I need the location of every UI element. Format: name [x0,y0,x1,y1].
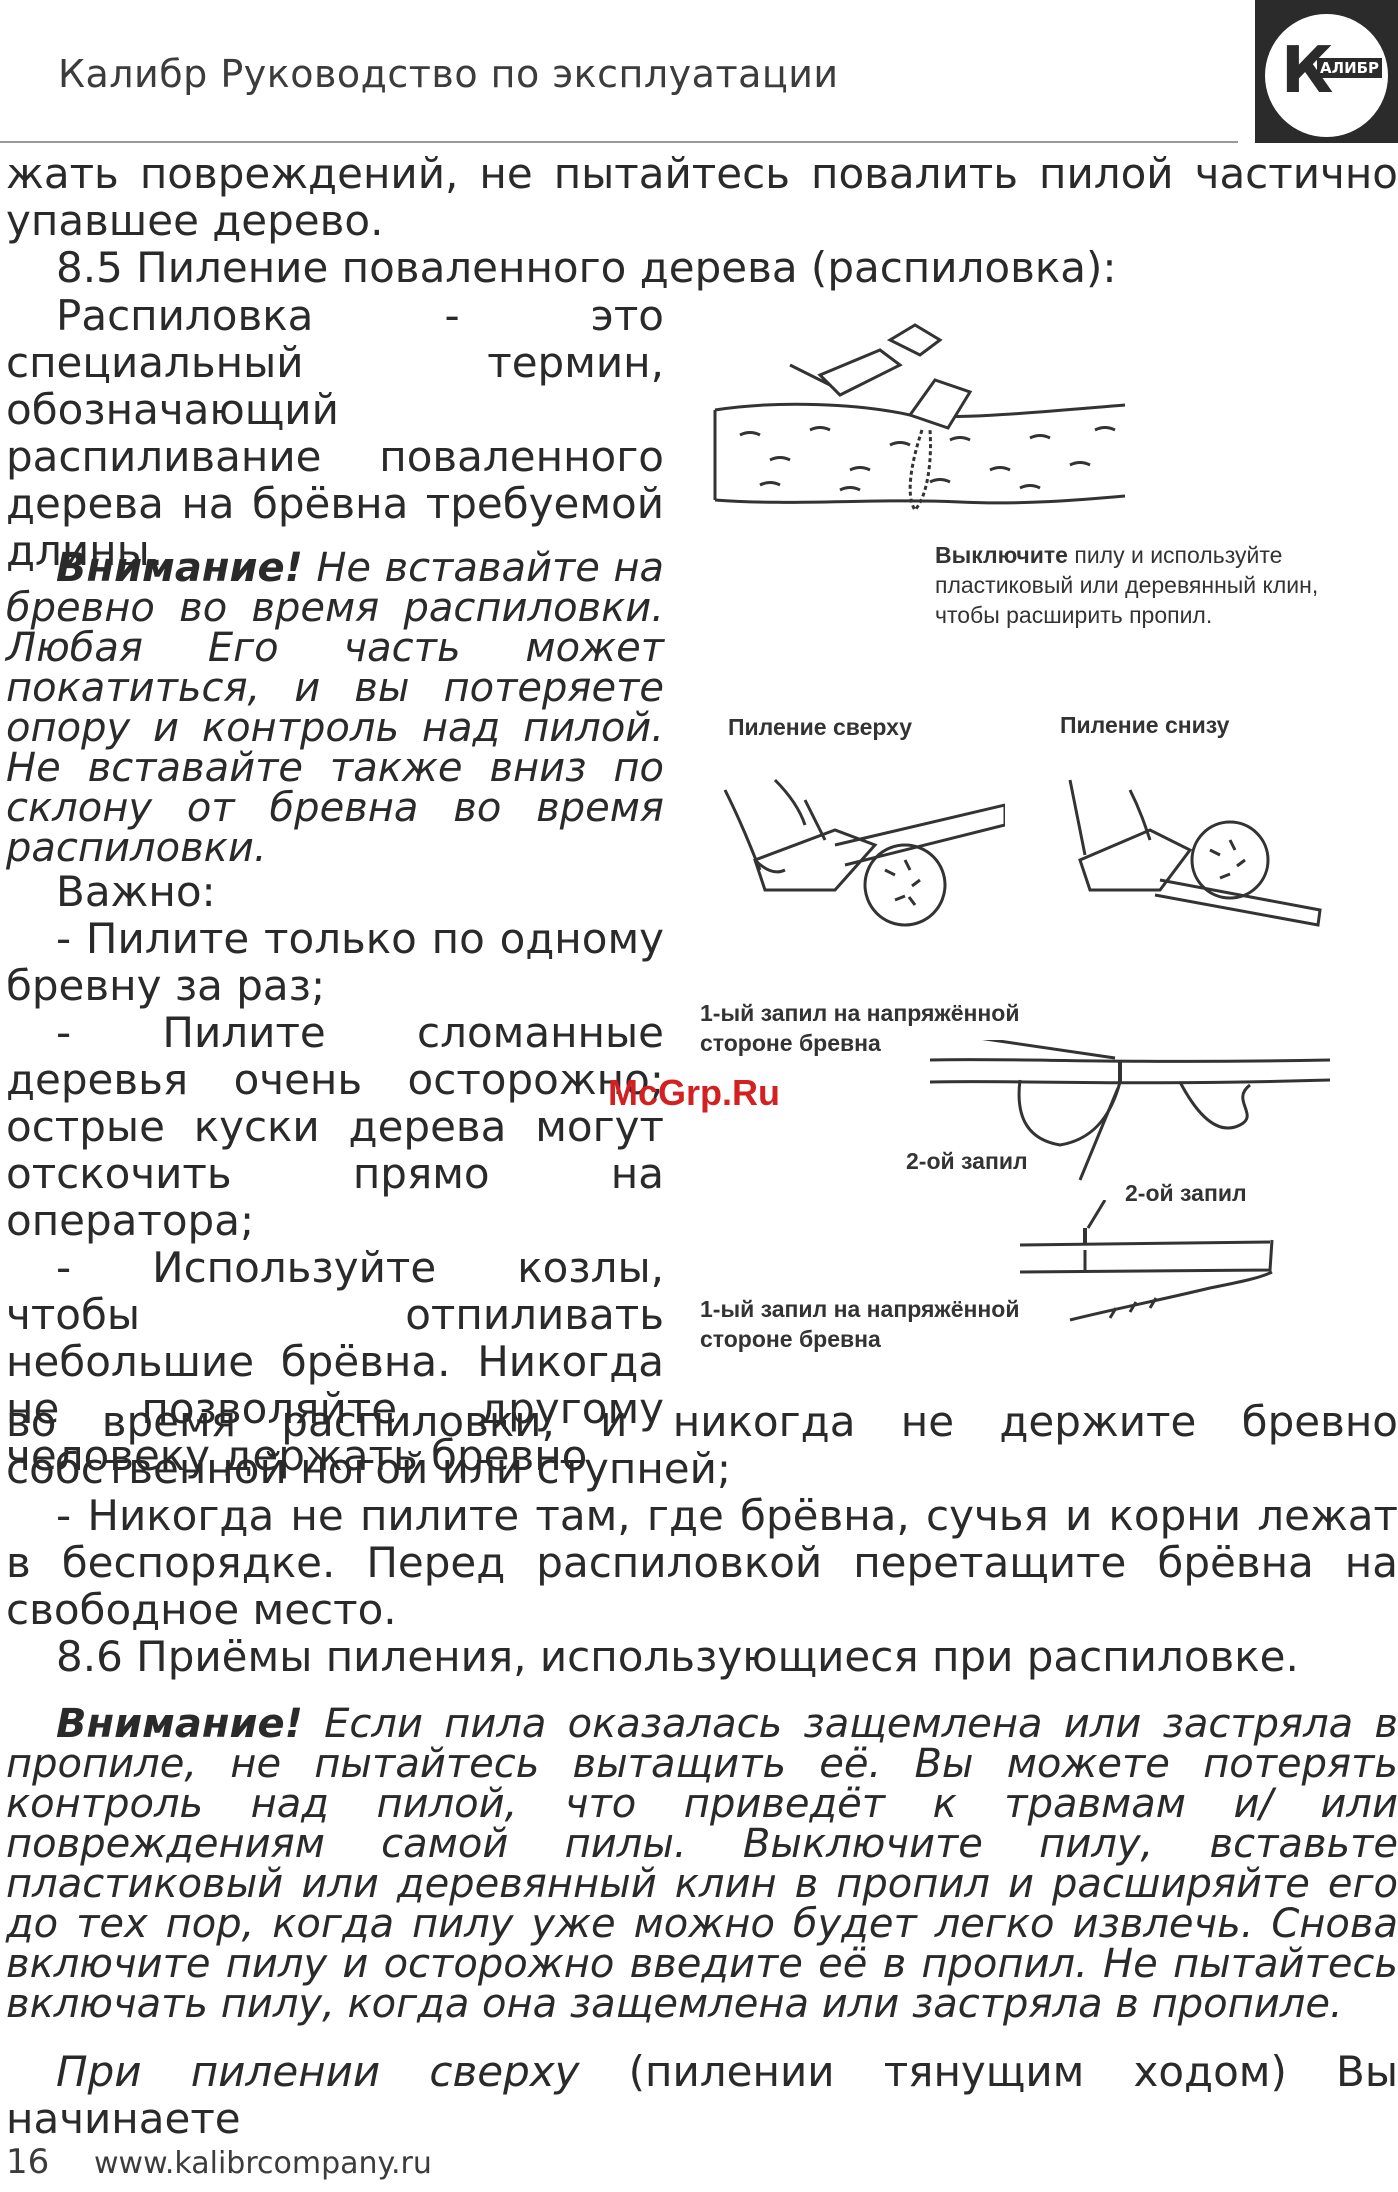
header-title: Калибр Руководство по эксплуатации [58,52,839,96]
definition-paragraph: Распиловка - это специальный термин, обо… [6,292,664,574]
brand-logo: К АЛИБР [1255,0,1398,143]
bullet-4: - Никогда не пилите там, где брёвна, суч… [6,1491,1398,1634]
bullet-1: - Пилите только по одному бревну за раз; [6,914,664,1010]
top-cut-illustration [723,778,1005,927]
warning-2-text: Если пила оказалась защемлена или застря… [6,1701,1398,2027]
bullet-3-continued: во время распиловки, и никогда не держит… [6,1397,1398,1493]
bullet-3: - Используйте козлы, чтобы отпиливать не… [6,1243,664,1480]
intro-paragraph: жать повреждений, не пытайтесь повалить … [6,150,1398,244]
label-top-cut: Пиление сверху [728,714,913,740]
last-line-italic: При пилении сверху [56,2047,580,2096]
diagram2-first-cut-label: 1-ый запил на напряжённой стороне бревна [700,1296,1020,1352]
page-number: 16 [6,2142,50,2182]
diagram2-second-cut-label: 2-ой запил [1125,1180,1247,1206]
wedge-illustration [713,323,1126,513]
section-8-5-title: 8.5 Пиление поваленного дерева (распилов… [56,243,1117,292]
diagram2-illustration [1019,1200,1274,1322]
header-divider [0,141,1238,143]
section-8-6-title: 8.6 Приёмы пиления, использующиеся при р… [56,1632,1299,1681]
warning-1-text: Не вставайте на бревно во время распилов… [6,545,664,871]
bullet-2: - Пилите сломанные деревья очень осторож… [6,1008,664,1245]
last-line: При пилении сверху (пилении тянущим ходо… [6,2048,1398,2142]
important-list: Важно: - Пилите только по одному бревну … [6,868,664,1479]
last-line-rest: (пилении тянущим ходом) Вы начинаете [6,2047,1398,2143]
warning-2-label: Внимание! [56,1701,303,1747]
diagram1-first-cut-label: 1-ый запил на напряжённой стороне бревна [700,1000,1020,1056]
watermark: McGrp.Ru [608,1072,781,1113]
label-bottom-cut: Пиление снизу [1060,712,1230,738]
diagram1-illustration [929,1040,1331,1181]
continuation-paragraph: во время распиловки, и никогда не держит… [6,1398,1398,1680]
wedge-caption-bold: Выключите [935,542,1068,568]
wedge-caption-text: пилу и используйте пластиковый или дерев… [935,542,1319,628]
section-8-5-heading: 8.5 Пиление поваленного дерева (распилов… [6,244,1398,291]
bottom-cut-illustration [1068,779,1322,927]
diagram1-second-cut-label: 2-ой запил [906,1148,1028,1174]
warning-2: Внимание! Если пила оказалась защемлена … [6,1704,1398,2024]
definition-text: Распиловка - это специальный термин, обо… [6,291,664,575]
footer-url[interactable]: www.kalibrcompany.ru [94,2146,432,2181]
warning-1: Внимание! Не вставайте на бревно во врем… [6,548,664,868]
wedge-caption: Выключите пилу и используйте пластиковый… [935,540,1355,630]
important-label: Важно: [56,867,216,916]
warning-1-label: Внимание! [56,545,303,591]
logo-word: АЛИБР [1317,58,1383,78]
intro-text: жать повреждений, не пытайтесь повалить … [6,149,1398,245]
